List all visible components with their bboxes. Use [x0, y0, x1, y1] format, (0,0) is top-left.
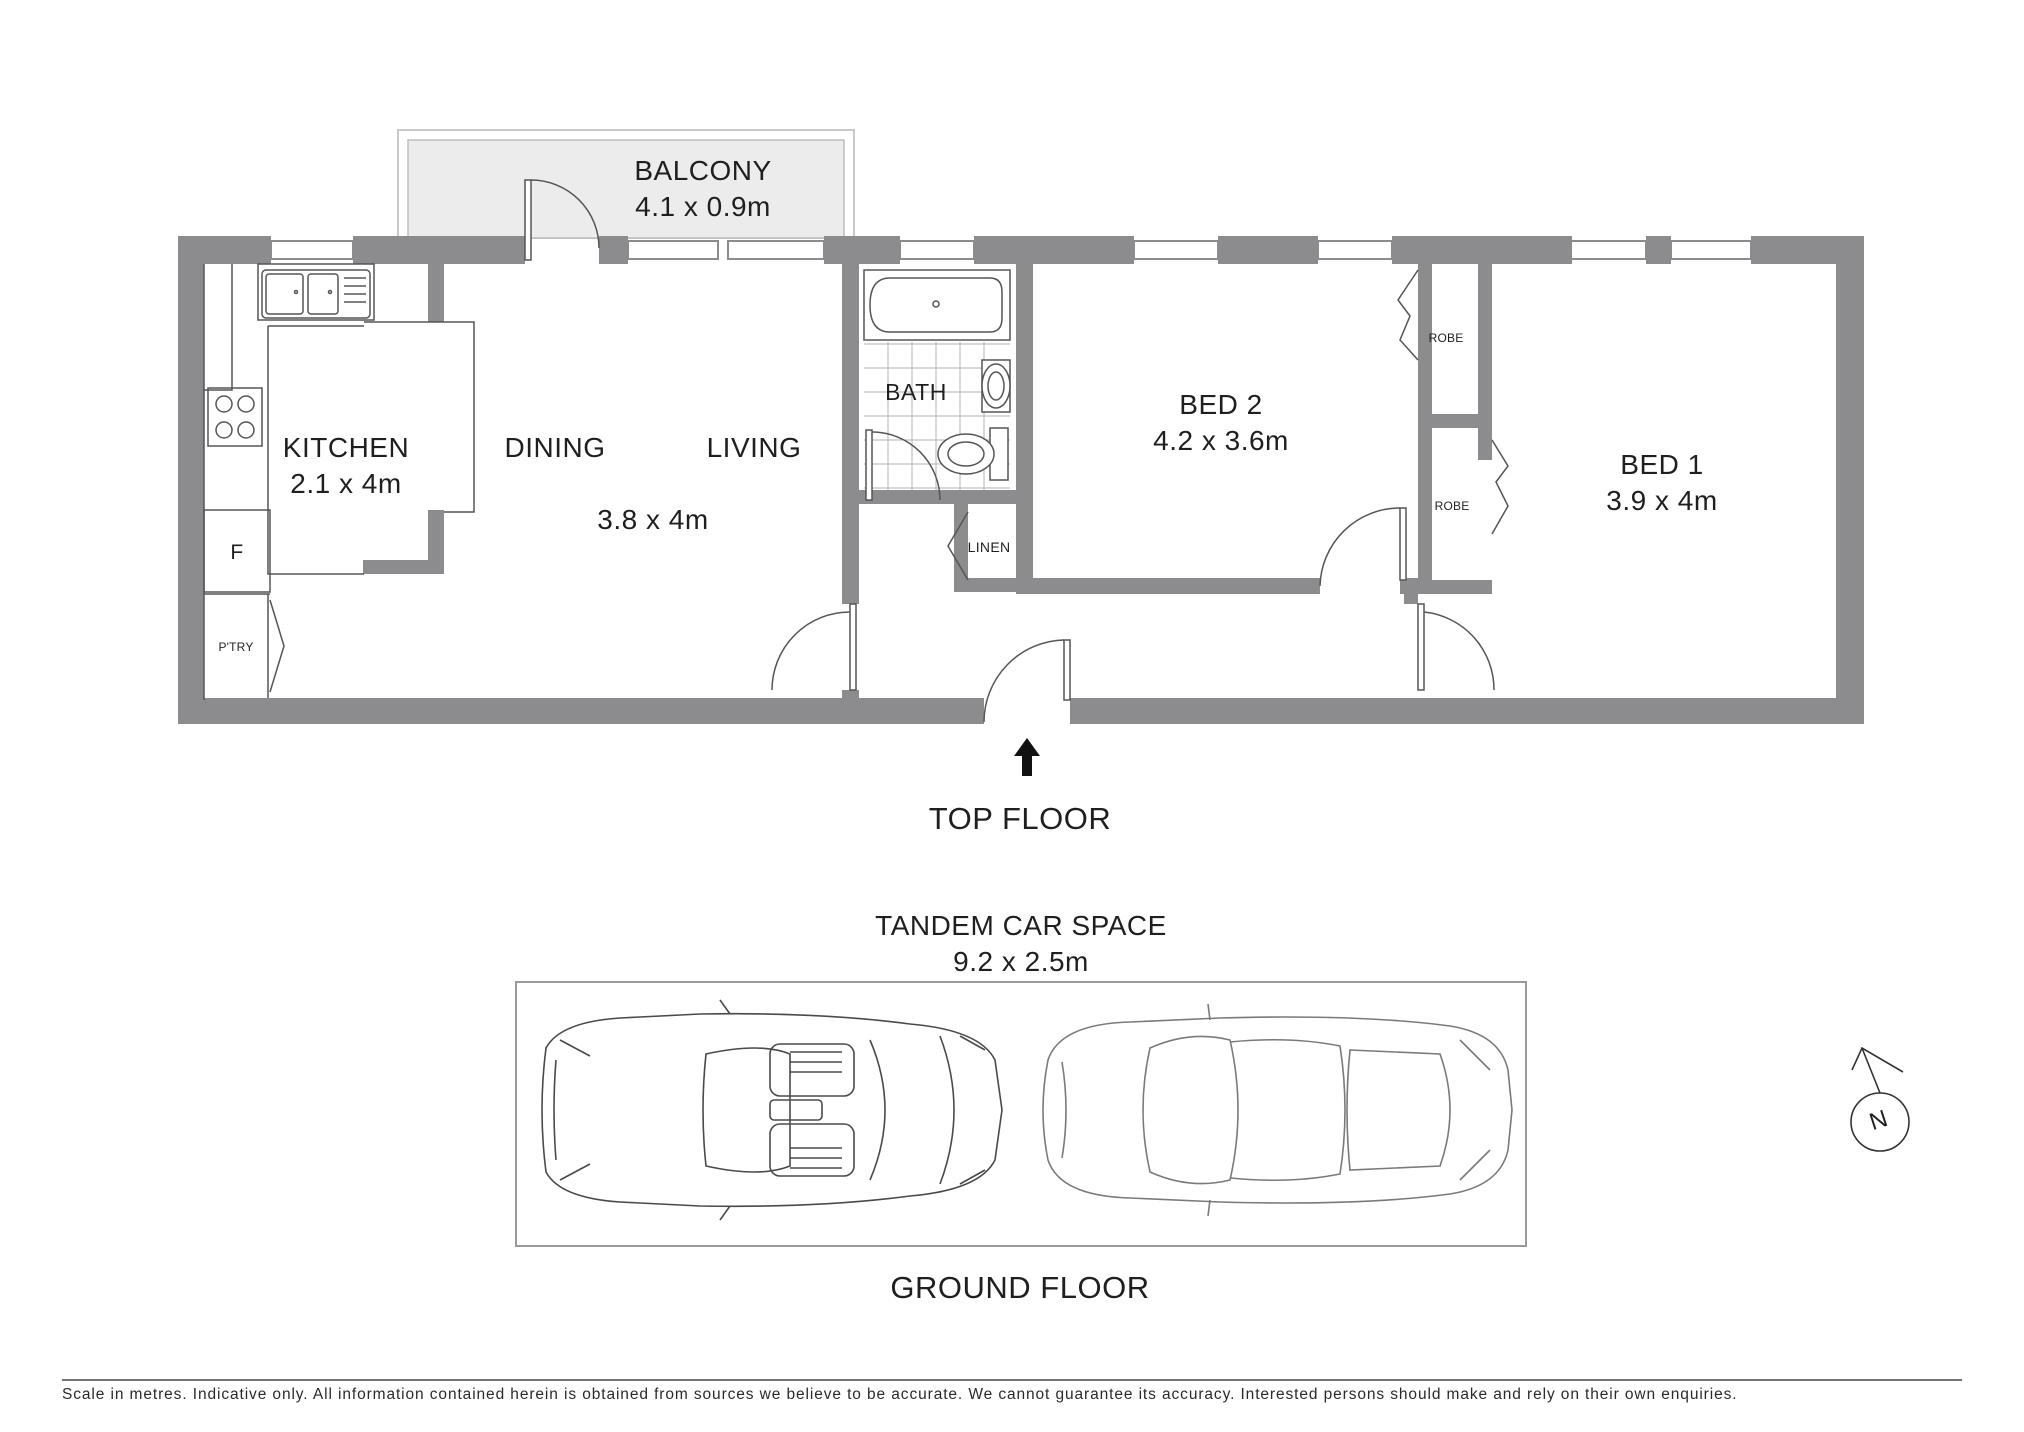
linen-label: LINEN [967, 539, 1011, 555]
coupe-car-icon [1042, 1003, 1513, 1217]
pantry-label: P'TRY [218, 640, 254, 654]
robe-lower-label: ROBE [1434, 499, 1470, 513]
ground-floor-title: GROUND FLOOR [890, 1270, 1150, 1305]
living-hall-door [771, 603, 857, 691]
fridge-label: F [230, 541, 244, 564]
exterior-walls [178, 236, 1864, 724]
bed2-door [1319, 507, 1407, 587]
top-floor-title: TOP FLOOR [928, 801, 1112, 836]
robe-upper-label: ROBE [1428, 331, 1464, 345]
living-label: LIVING [706, 432, 802, 463]
doors [524, 179, 1509, 723]
toilet-icon [937, 427, 1009, 481]
cooktop-icon [207, 387, 263, 447]
convertible-car-icon [541, 999, 1003, 1221]
bathroom-fixtures [863, 269, 1011, 490]
sink-icon [261, 269, 371, 319]
dining-label: DINING [504, 432, 606, 463]
balcony-door [524, 179, 600, 261]
entry-arrow-icon [1014, 738, 1040, 776]
north-compass-icon [1850, 1046, 1910, 1152]
car-space [515, 981, 1527, 1247]
living-size: 3.8 x 4m [597, 504, 709, 535]
kitchen-fixtures [203, 263, 475, 700]
disclaimer-text: Scale in metres. Indicative only. All in… [62, 1386, 1738, 1403]
balcony [397, 129, 855, 239]
bed1-door [1417, 603, 1495, 691]
bath-label: BATH [885, 379, 947, 405]
linen-door [947, 511, 969, 581]
bath-door [865, 429, 941, 501]
basin-icon [981, 359, 1011, 413]
robe-doors [1397, 269, 1509, 535]
entry-door [983, 639, 1071, 723]
bathtub-icon [863, 269, 1011, 341]
interior-walls [363, 264, 1492, 700]
